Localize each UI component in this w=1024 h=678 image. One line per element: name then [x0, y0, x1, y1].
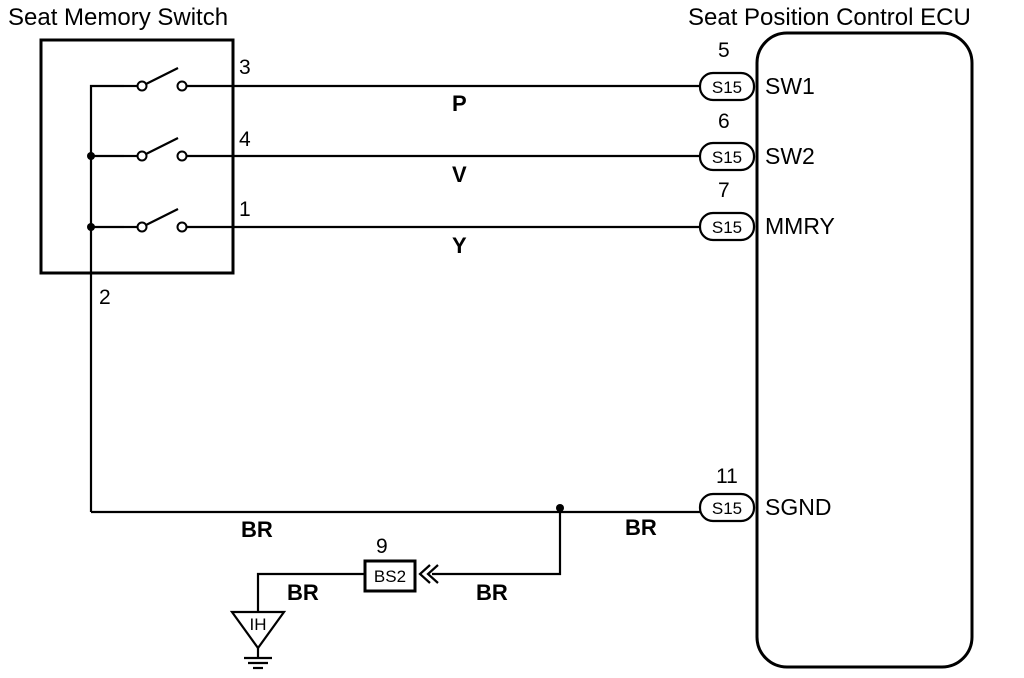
splice-pin-9: 9 [376, 535, 388, 558]
switch-pin-1: 1 [239, 198, 251, 221]
switch-title: Seat Memory Switch [8, 4, 228, 31]
switch-pin-2: 2 [99, 286, 111, 309]
wire-color-splice-in: BR [476, 580, 508, 605]
wire-color-sw1: P [452, 91, 467, 116]
splice-connector-label: BS2 [374, 567, 406, 586]
ecu-pin-11: 11 [716, 465, 738, 488]
connector-s15-sw2 [698, 141, 756, 172]
ecu-terminal-sw1: SW1 [765, 73, 815, 99]
connector-s15-mmry [698, 211, 756, 242]
junction-dot [87, 223, 95, 231]
ecu-terminal-sw2: SW2 [765, 143, 815, 169]
connector-s15-sgnd [698, 492, 756, 523]
connector-label: S15 [712, 499, 742, 518]
switch-contact-1 [124, 67, 233, 92]
connector-label: S15 [712, 78, 742, 97]
splice-connector-bs2 [363, 559, 417, 593]
wire-to-splice [432, 508, 562, 576]
ecu-terminal-mmry: MMRY [765, 213, 835, 239]
wire-color-mmry: Y [452, 233, 467, 258]
wire-to-ground [256, 572, 365, 612]
ecu-title: Seat Position Control ECU [688, 4, 971, 31]
ground-point-label: IH [250, 615, 267, 634]
connector-label: S15 [712, 218, 742, 237]
connector-arrow-icon [418, 564, 439, 584]
junction-dot [87, 152, 95, 160]
ecu-terminal-sgnd: SGND [765, 494, 831, 520]
ecu-pin-6: 6 [718, 110, 730, 133]
wire-color-sw2: V [452, 162, 467, 187]
ecu-pin-7: 7 [718, 179, 730, 202]
wire-color-splice-out: BR [287, 580, 319, 605]
switch-pin-3: 3 [239, 56, 251, 79]
switch-contact-3 [124, 208, 233, 233]
ecu-pin-5: 5 [718, 39, 730, 62]
wire-color-ground-left: BR [241, 517, 273, 542]
connector-s15-sw1 [698, 71, 756, 102]
connector-label: S15 [712, 148, 742, 167]
switch-common-bus [89, 84, 124, 512]
ecu-box [755, 31, 974, 669]
ground-point-icon [229, 610, 287, 670]
wire-color-ground-right: BR [625, 515, 657, 540]
switch-contact-2 [124, 137, 233, 162]
switch-pin-4: 4 [239, 128, 251, 151]
